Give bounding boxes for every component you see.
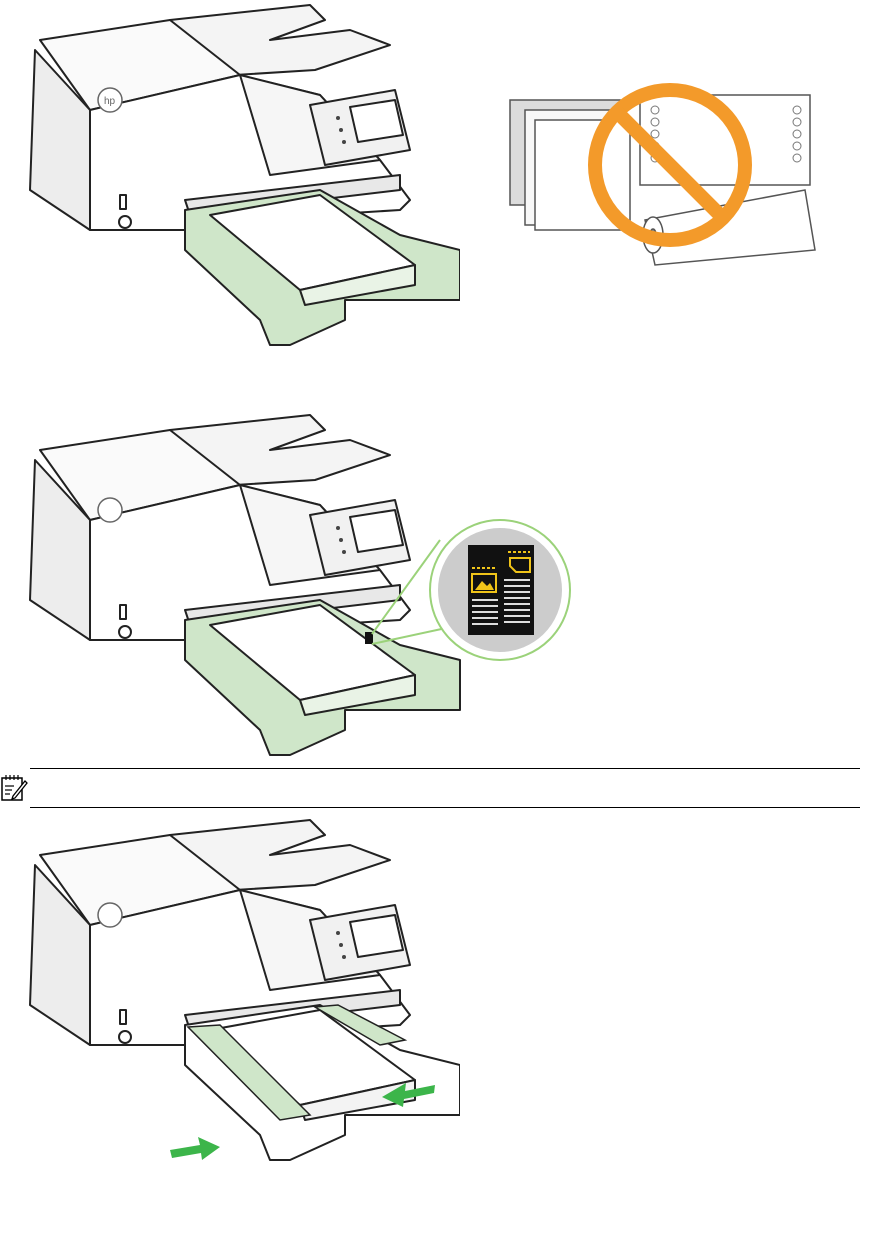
note-bar — [0, 768, 860, 808]
printer-illustration-2 — [20, 410, 580, 765]
arrow-right-icon — [170, 1137, 220, 1160]
unsupported-media-illustration — [505, 80, 820, 270]
hp-logo-text: hp — [104, 96, 116, 107]
printer-illustration-1: hp — [20, 0, 460, 355]
note-bottom-rule — [30, 807, 860, 808]
hp-logo-icon — [98, 498, 122, 522]
printer-illustration-3 — [20, 815, 460, 1233]
paper-orientation-icon — [468, 545, 534, 635]
note-top-rule — [30, 768, 860, 769]
hp-logo-icon — [98, 903, 122, 927]
paper-orientation-callout — [430, 520, 570, 660]
note-pencil-icon — [0, 772, 28, 802]
